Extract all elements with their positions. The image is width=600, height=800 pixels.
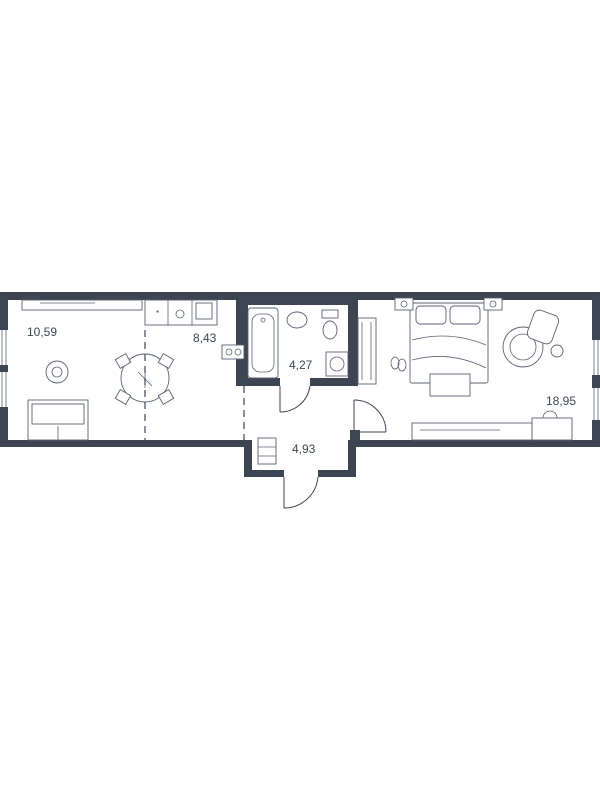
room-labels: 10,59 8,43 4,27 4,93 18,95: [27, 325, 576, 456]
doors: [279, 385, 387, 509]
area-label-bathroom: 4,27: [289, 358, 313, 372]
area-label-bedroom: 18,95: [546, 394, 576, 408]
hallway-items: [243, 386, 277, 465]
bathroom-fixtures: [247, 307, 349, 379]
area-label-hallway: 4,93: [292, 442, 316, 456]
area-label-kitchen: 8,43: [193, 331, 217, 345]
area-label-living: 10,59: [27, 325, 57, 339]
bedroom-furniture: [357, 297, 573, 441]
interior-walls: [236, 300, 360, 447]
kitchen-furniture: *: [21, 299, 245, 441]
svg-text:*: *: [156, 309, 159, 318]
windows: [0, 330, 600, 420]
